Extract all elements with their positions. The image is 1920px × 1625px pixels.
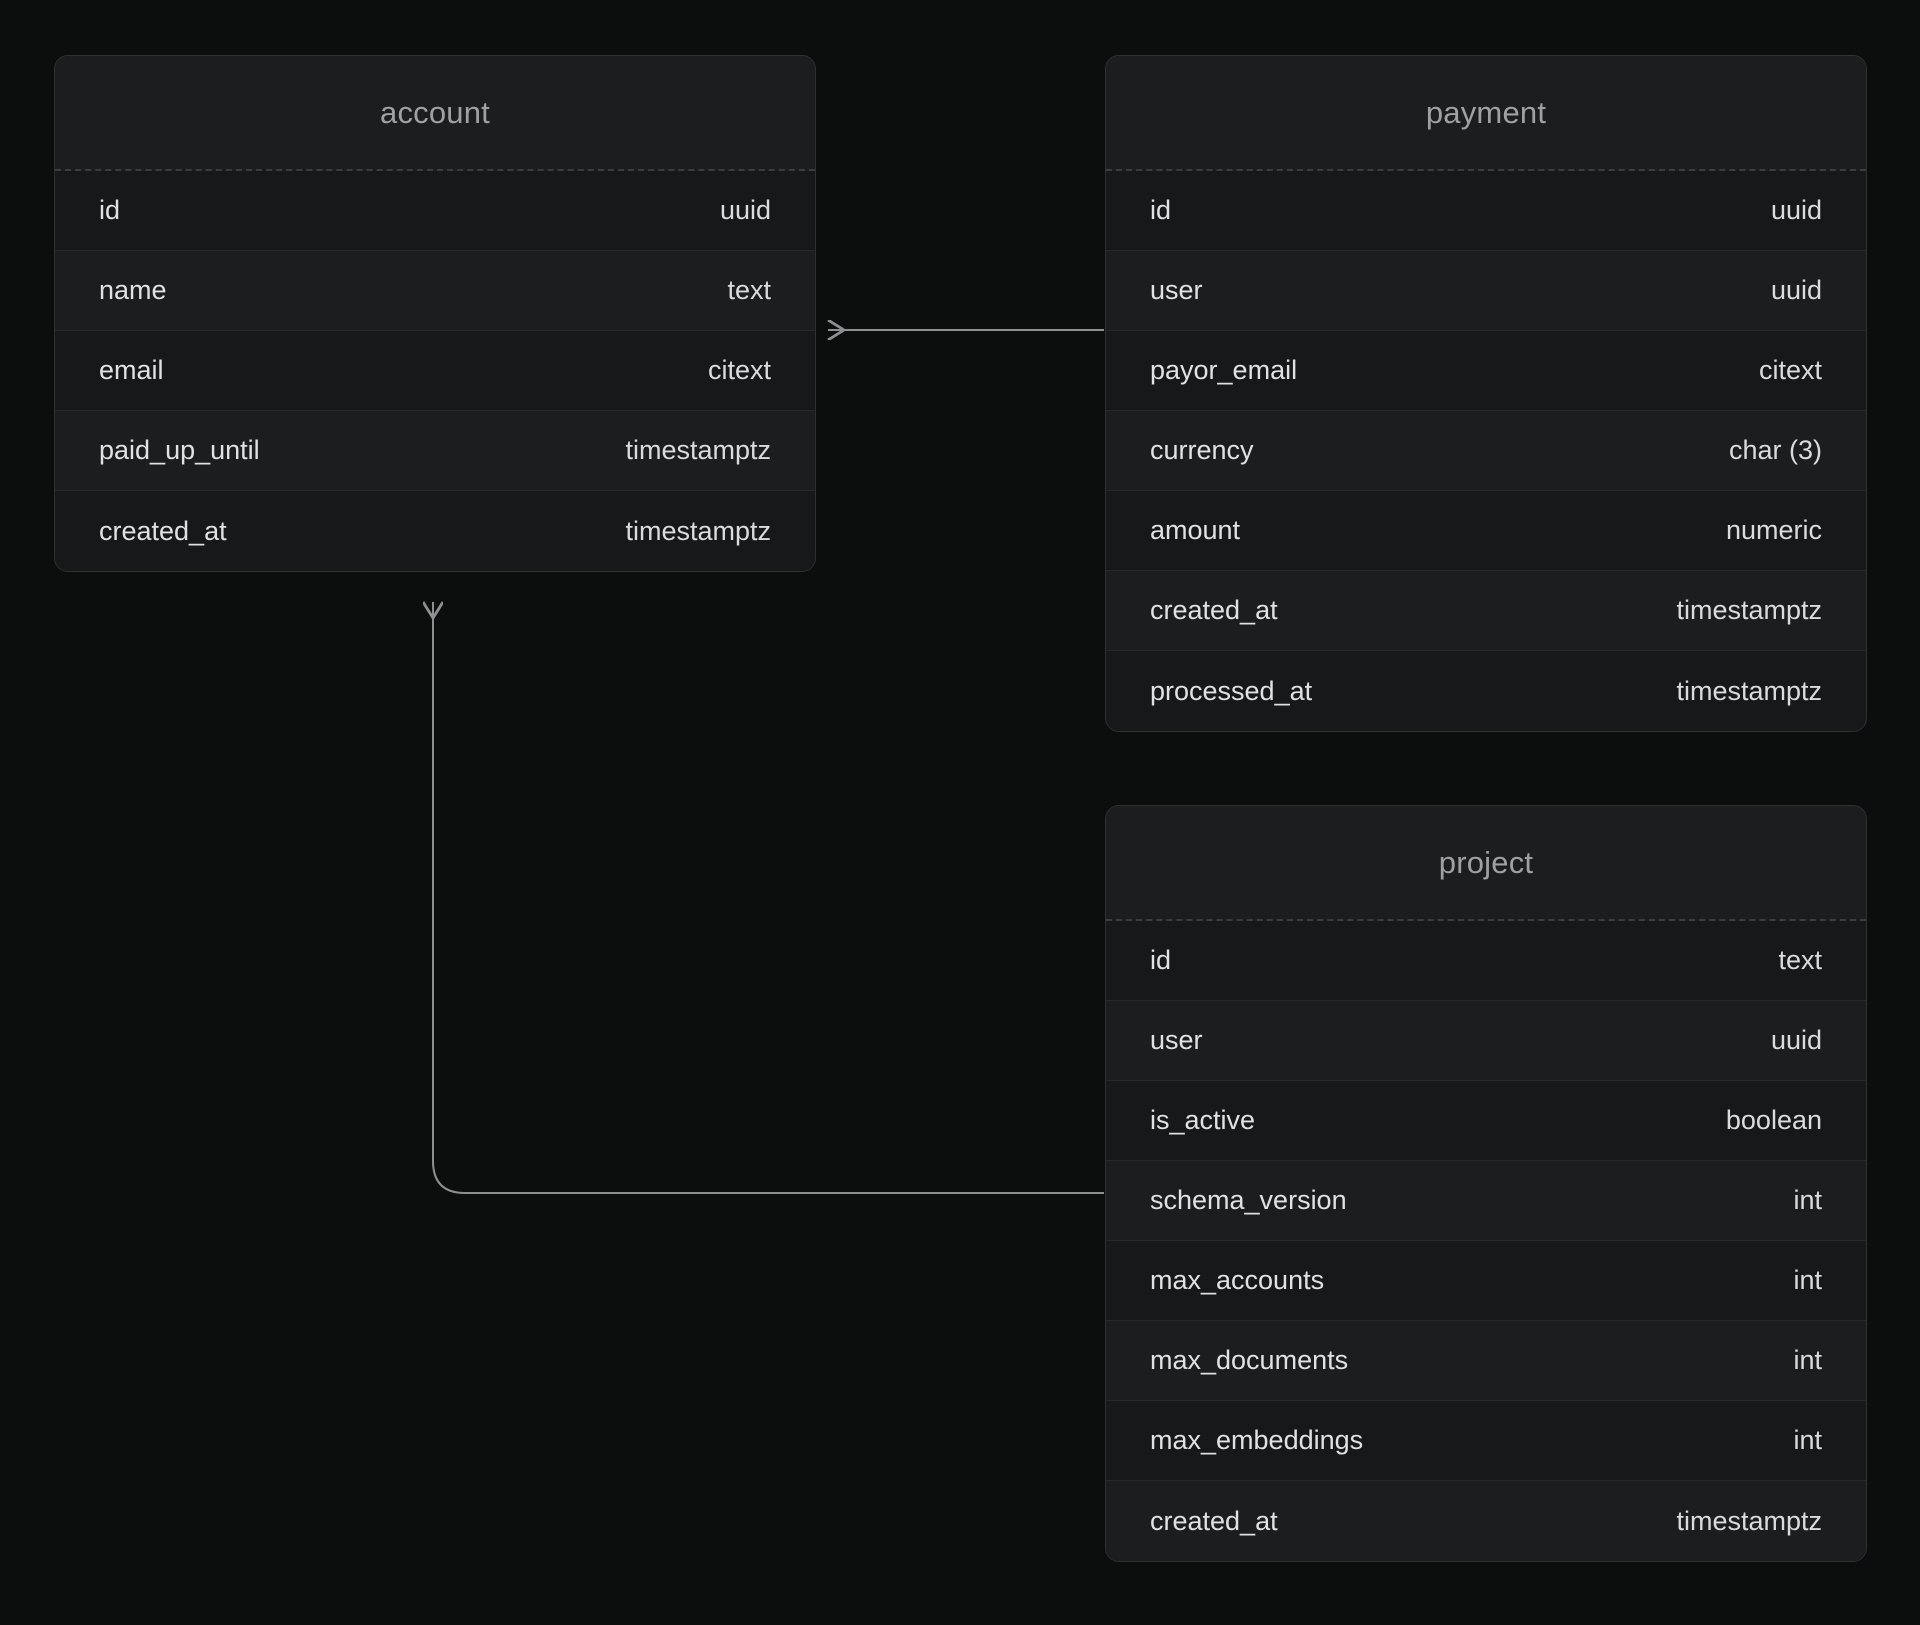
field-type: citext: [707, 355, 771, 385]
field-name: max_accounts: [1150, 1265, 1325, 1295]
edge-project-to-account: [433, 602, 1104, 1194]
field-type: uuid: [1770, 195, 1822, 225]
field-name: is_active: [1150, 1105, 1256, 1135]
field-name: user: [1150, 275, 1203, 305]
field-row[interactable]: id uuid: [55, 171, 815, 251]
field-name: email: [99, 355, 164, 385]
field-name: paid_up_until: [99, 435, 260, 465]
field-row[interactable]: currency char (3): [1106, 411, 1866, 491]
field-row[interactable]: schema_version int: [1106, 1161, 1866, 1241]
field-name: schema_version: [1150, 1185, 1347, 1215]
field-name: id: [1150, 945, 1172, 975]
field-row[interactable]: email citext: [55, 331, 815, 411]
entity-account-title: account: [380, 94, 490, 130]
field-row[interactable]: user uuid: [1106, 1001, 1866, 1081]
entity-payment-title: payment: [1425, 94, 1547, 130]
field-name: name: [99, 275, 167, 305]
field-type: char (3): [1728, 435, 1822, 465]
field-row[interactable]: created_at timestamptz: [55, 491, 815, 571]
entity-account-fields: id uuid name text email citext paid_up_u…: [55, 171, 815, 571]
entity-project[interactable]: project id text user uuid is_active bool…: [1105, 805, 1867, 1562]
field-name: amount: [1150, 515, 1241, 545]
field-type: uuid: [1770, 275, 1822, 305]
field-type: boolean: [1725, 1105, 1822, 1135]
field-row[interactable]: created_at timestamptz: [1106, 571, 1866, 651]
field-type: text: [727, 275, 771, 305]
field-type: uuid: [1770, 1025, 1822, 1055]
entity-account-header: account: [55, 56, 815, 171]
field-type: timestamptz: [625, 435, 771, 465]
field-type: int: [1793, 1185, 1822, 1215]
field-name: max_documents: [1150, 1345, 1349, 1375]
field-row[interactable]: created_at timestamptz: [1106, 1481, 1866, 1561]
field-name: user: [1150, 1025, 1203, 1055]
field-row[interactable]: max_documents int: [1106, 1321, 1866, 1401]
field-type: timestamptz: [1676, 1505, 1822, 1536]
entity-project-title: project: [1438, 844, 1534, 880]
field-name: processed_at: [1150, 675, 1313, 706]
entity-payment-header: payment: [1106, 56, 1866, 171]
field-row[interactable]: max_embeddings int: [1106, 1401, 1866, 1481]
field-type: uuid: [719, 195, 771, 225]
entity-account[interactable]: account id uuid name text email citext p…: [54, 55, 816, 572]
field-row[interactable]: max_accounts int: [1106, 1241, 1866, 1321]
field-row[interactable]: user uuid: [1106, 251, 1866, 331]
field-name: id: [1150, 195, 1172, 225]
field-row[interactable]: amount numeric: [1106, 491, 1866, 571]
field-type: citext: [1758, 355, 1822, 385]
field-row[interactable]: paid_up_until timestamptz: [55, 411, 815, 491]
field-type: timestamptz: [1676, 595, 1822, 625]
entity-payment-fields: id uuid user uuid payor_email citext cur…: [1106, 171, 1866, 731]
field-type: timestamptz: [625, 515, 771, 546]
field-type: int: [1793, 1265, 1822, 1295]
field-row[interactable]: name text: [55, 251, 815, 331]
field-name: created_at: [1150, 1505, 1278, 1536]
field-type: text: [1778, 945, 1822, 975]
field-name: payor_email: [1150, 355, 1298, 385]
field-type: numeric: [1725, 515, 1822, 545]
field-row[interactable]: payor_email citext: [1106, 331, 1866, 411]
field-name: created_at: [1150, 595, 1278, 625]
field-row[interactable]: id uuid: [1106, 171, 1866, 251]
entity-project-fields: id text user uuid is_active boolean sche…: [1106, 921, 1866, 1561]
field-type: int: [1793, 1345, 1822, 1375]
field-row[interactable]: is_active boolean: [1106, 1081, 1866, 1161]
field-row[interactable]: id text: [1106, 921, 1866, 1001]
entity-project-header: project: [1106, 806, 1866, 921]
field-name: created_at: [99, 515, 227, 546]
field-type: timestamptz: [1676, 675, 1822, 706]
field-name: max_embeddings: [1150, 1425, 1364, 1455]
entity-payment[interactable]: payment id uuid user uuid payor_email ci…: [1105, 55, 1867, 732]
field-row[interactable]: processed_at timestamptz: [1106, 651, 1866, 731]
field-name: id: [99, 195, 121, 225]
field-name: currency: [1150, 435, 1254, 465]
field-type: int: [1793, 1425, 1822, 1455]
